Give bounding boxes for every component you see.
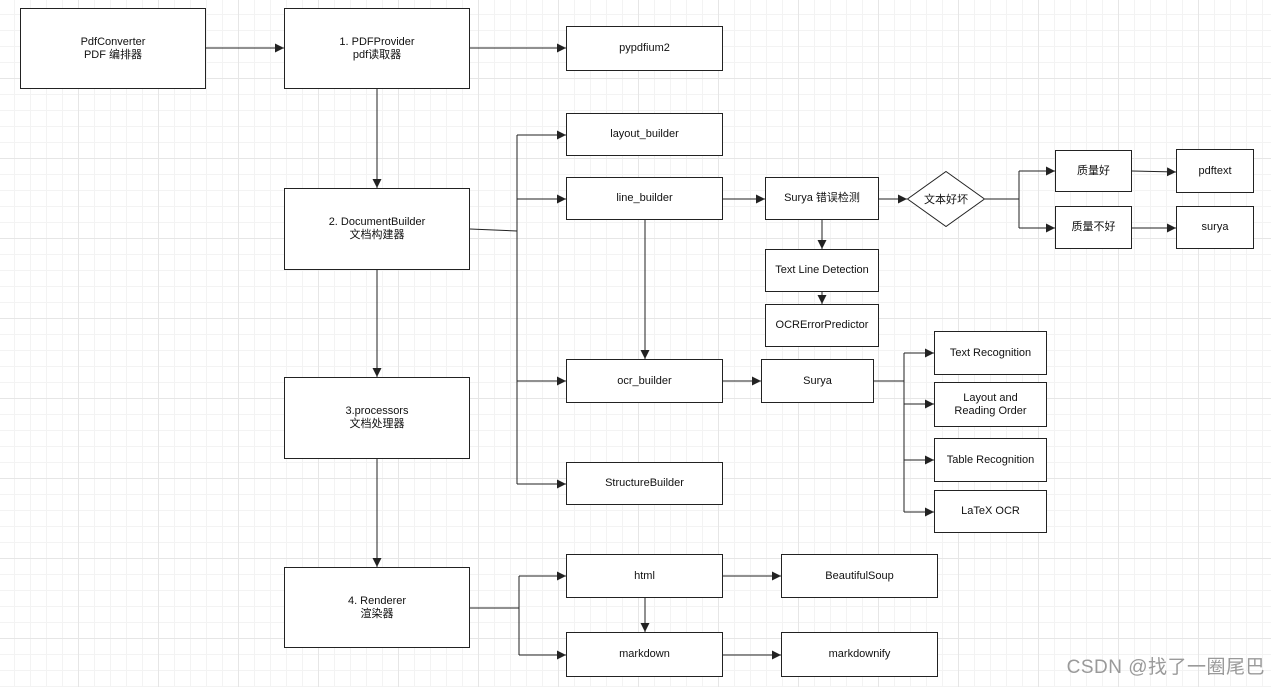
node-label: 质量不好 (1071, 221, 1116, 233)
node-label: 质量好 (1077, 164, 1110, 177)
node-label: LaTeX OCR (961, 505, 1020, 517)
node-label: 4. Renderer 渲染器 (347, 594, 407, 620)
node-pdftext[interactable]: pdftext (1176, 149, 1254, 193)
node-label: 3.processors 文档处理器 (345, 405, 409, 430)
node-label: PdfConverter PDF 编排器 (80, 35, 146, 61)
node-html[interactable]: html (566, 554, 723, 598)
node-line-builder[interactable]: line_builder (566, 177, 723, 220)
edge-documentbuilder-bus (469, 228, 518, 232)
node-latex-ocr[interactable]: LaTeX OCR (934, 490, 1047, 533)
node-label: surya (1201, 221, 1229, 233)
node-layout-builder[interactable]: layout_builder (566, 113, 723, 156)
decision-diamond-shape (906, 170, 986, 228)
node-quality-bad[interactable]: 质量不好 (1055, 206, 1132, 249)
node-quality-good[interactable]: 质量好 (1055, 150, 1132, 192)
node-label: line_builder (616, 192, 673, 204)
node-label: Table Recognition (946, 453, 1035, 466)
node-markdown[interactable]: markdown (566, 632, 723, 677)
node-label: pypdfium2 (619, 42, 670, 54)
node-label: 2. DocumentBuilder 文档构建器 (328, 216, 426, 241)
node-pdf-converter[interactable]: PdfConverter PDF 编排器 (20, 8, 206, 89)
node-label: html (634, 569, 655, 582)
node-label: pdftext (1198, 164, 1232, 177)
node-markdownify[interactable]: markdownify (781, 632, 938, 677)
node-label: Text Recognition (949, 346, 1032, 359)
node-label: 1. PDFProvider pdf读取器 (339, 35, 415, 61)
node-text-line-detection[interactable]: Text Line Detection (765, 249, 879, 292)
node-renderer[interactable]: 4. Renderer 渲染器 (284, 567, 470, 648)
node-label: layout_builder (610, 128, 679, 140)
node-label: StructureBuilder (605, 477, 684, 489)
node-beautifulsoup[interactable]: BeautifulSoup (781, 554, 938, 598)
node-structure-builder[interactable]: StructureBuilder (566, 462, 723, 505)
node-surya-error-detection[interactable]: Surya 错误检测 (765, 177, 879, 220)
node-layout-reading-order[interactable]: Layout and Reading Order (934, 382, 1047, 427)
node-processors[interactable]: 3.processors 文档处理器 (284, 377, 470, 459)
node-label: Surya 错误检测 (784, 192, 860, 204)
node-label: 文本好坏 (924, 194, 968, 206)
node-ocr-error-predictor[interactable]: OCRErrorPredictor (765, 304, 879, 347)
node-label: Text Line Detection (775, 264, 869, 276)
node-surya-fallback[interactable]: surya (1176, 206, 1254, 249)
node-pypdfium2[interactable]: pypdfium2 (566, 26, 723, 71)
node-text-recognition[interactable]: Text Recognition (934, 331, 1047, 375)
node-label: ocr_builder (617, 374, 672, 387)
node-document-builder[interactable]: 2. DocumentBuilder 文档构建器 (284, 188, 470, 270)
node-label: Surya (803, 374, 832, 387)
node-ocr-builder[interactable]: ocr_builder (566, 359, 723, 403)
node-label: BeautifulSoup (825, 569, 894, 582)
edge-quality-good-pdftext (1131, 167, 1177, 177)
node-label: Layout and Reading Order (954, 391, 1027, 417)
node-pdf-provider[interactable]: 1. PDFProvider pdf读取器 (284, 8, 470, 89)
node-surya-ocr[interactable]: Surya (761, 359, 874, 403)
node-label: OCRErrorPredictor (775, 319, 869, 331)
node-text-quality-decision[interactable]: 文本好坏 (906, 170, 986, 228)
node-label: markdownify (828, 648, 891, 660)
node-table-recognition[interactable]: Table Recognition (934, 438, 1047, 482)
csdn-watermark: CSDN @找了一圈尾巴 (1066, 657, 1265, 678)
node-label: markdown (619, 648, 670, 660)
